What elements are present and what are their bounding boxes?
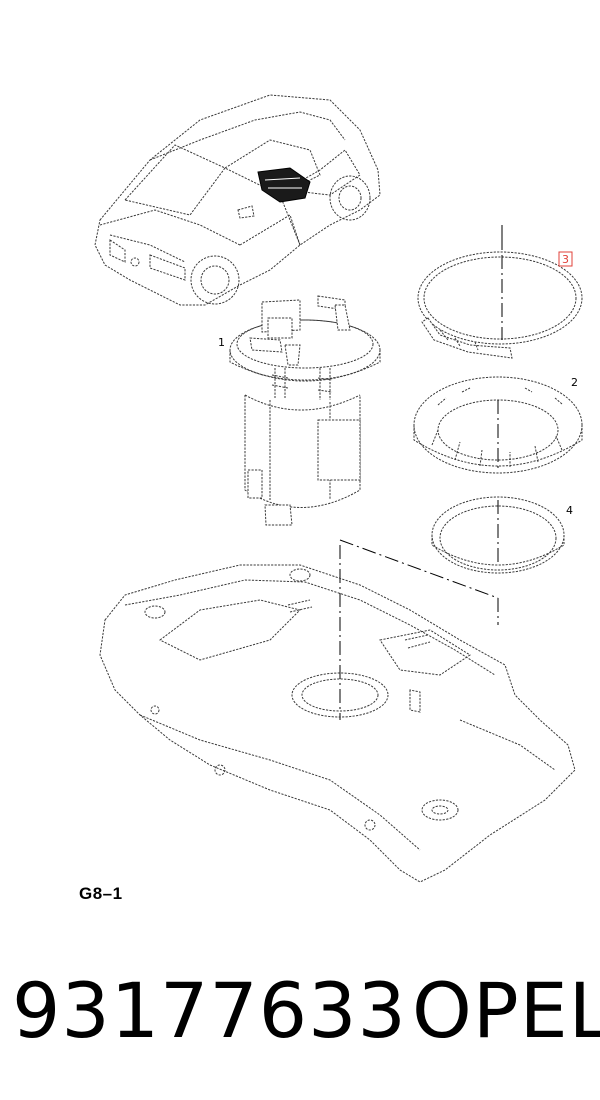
callout-4: 4 — [566, 504, 573, 517]
seal-ring — [431, 496, 565, 574]
callout-2: 2 — [571, 376, 578, 389]
part-number: 93177633 — [12, 966, 407, 1055]
callout-1-label: 1 — [218, 336, 225, 349]
tank-location-marker — [257, 167, 311, 203]
clamp-ring — [417, 225, 583, 359]
callout-4-label: 4 — [566, 504, 573, 517]
assembly-guide-lines — [339, 539, 499, 720]
figure-code: G8–1 — [79, 884, 123, 903]
callout-2-label: 2 — [571, 376, 578, 389]
callout-3: 3 — [558, 251, 573, 267]
retaining-ring — [413, 376, 583, 474]
exploded-view-drawing: 1 2 3 4 — [94, 94, 583, 883]
callout-1: 1 — [218, 336, 225, 349]
callout-3-label: 3 — [562, 253, 569, 266]
fuel-pump-module — [229, 295, 381, 526]
callout-3-highlight-box — [558, 251, 573, 267]
fuel-tank — [99, 564, 576, 883]
car-illustration — [94, 94, 381, 306]
brand-name: OPEL — [412, 966, 600, 1055]
